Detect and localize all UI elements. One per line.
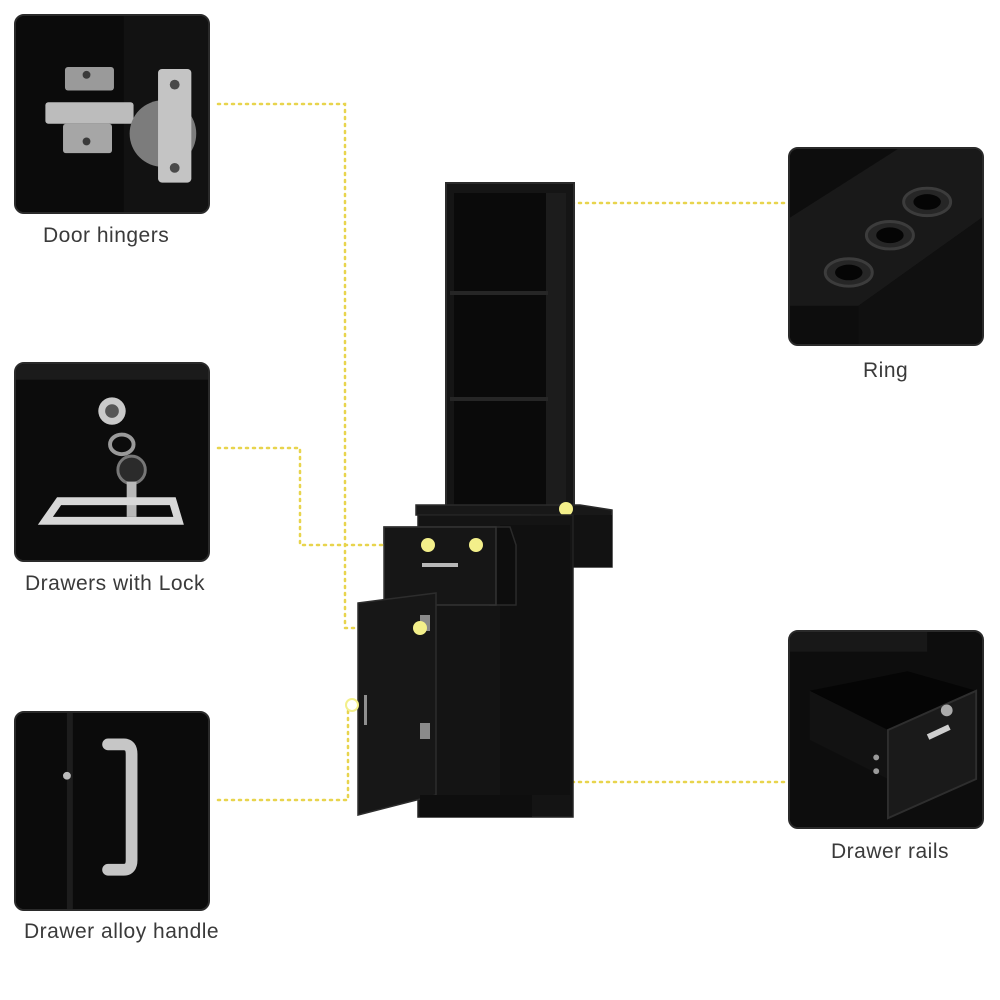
- drawer-rails-thumbnail: [788, 630, 984, 829]
- alloy-handle-thumbnail: [14, 711, 210, 911]
- alloy-handle-caption: Drawer alloy handle: [24, 920, 220, 943]
- door-hinge-caption: Door hingers: [43, 224, 170, 247]
- door-hinge: [420, 723, 430, 739]
- door-hinge-thumbnail: [14, 14, 210, 214]
- cabinet-base: [420, 795, 532, 817]
- door-hinge-marker: [413, 621, 427, 635]
- drawer-rails-marker: [469, 538, 483, 552]
- door-handle: [364, 695, 367, 725]
- leader-line-alloy-handle: [216, 704, 350, 802]
- drawer-handle: [422, 563, 458, 567]
- ring-holder-icon: [790, 149, 982, 344]
- handle-icon: [16, 713, 208, 909]
- drawer-rail-icon: [790, 632, 982, 827]
- ring-marker: [559, 502, 573, 516]
- door-hinge-icon: [16, 16, 208, 212]
- salon-station-cabinet: [345, 182, 613, 818]
- door-handle-marker: [345, 698, 359, 712]
- ring-caption: Ring: [863, 359, 909, 382]
- drawer-lock-thumbnail: [14, 362, 210, 562]
- drawer-lock-caption: Drawers with Lock: [25, 572, 206, 595]
- lock-key-icon: [16, 364, 208, 560]
- door-hinge: [420, 615, 430, 631]
- drawer-lock-marker: [421, 538, 435, 552]
- ring-thumbnail: [788, 147, 984, 346]
- leader-line-drawer-lock: [216, 446, 427, 547]
- drawer-rails-caption: Drawer rails: [831, 840, 950, 863]
